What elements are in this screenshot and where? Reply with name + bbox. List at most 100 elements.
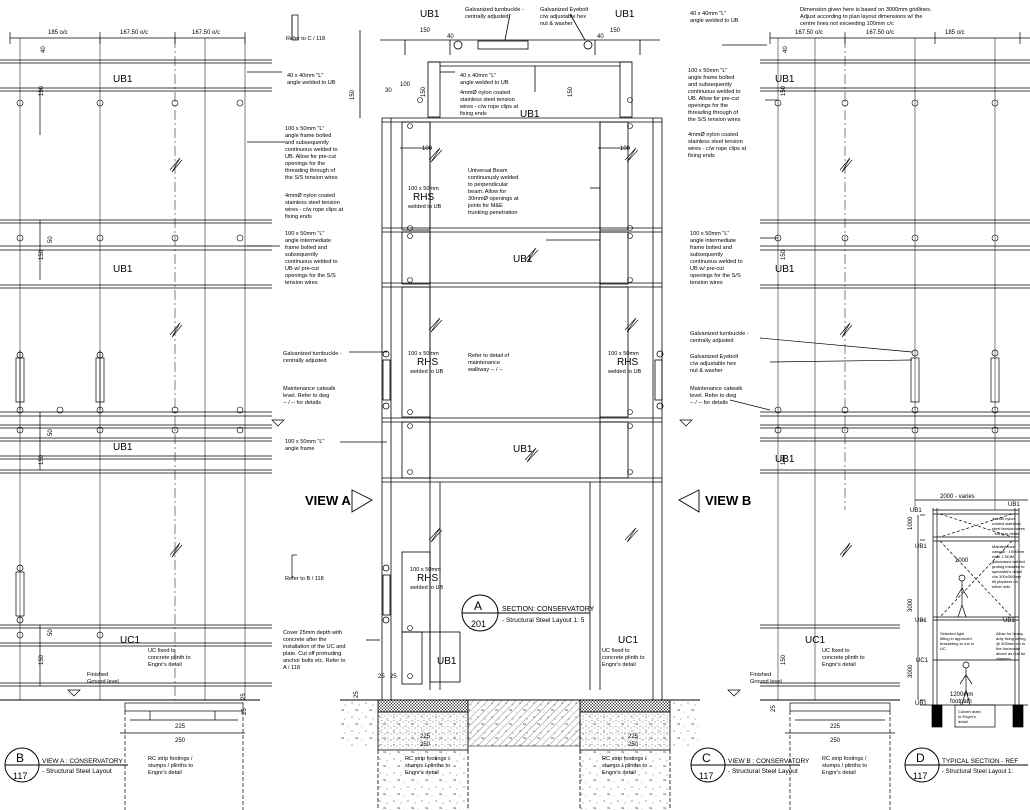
svg-text:UC fixed to: UC fixed to <box>148 648 176 654</box>
svg-text:openings for the: openings for the <box>688 103 728 109</box>
rc-right-note: RC strip footings / stumps / plinths to … <box>822 756 867 776</box>
svg-text:angle intermediate: angle intermediate <box>690 238 736 244</box>
svg-text:threading through of: threading through of <box>285 168 336 174</box>
dim-25-left: 25 <box>241 693 247 700</box>
rhs-note-2-l1: 100 x 50mm <box>408 351 439 357</box>
svg-text:climbers: climbers <box>996 656 1011 661</box>
dim-167-left-2: 167.50 o/c <box>192 30 220 36</box>
typical-section-d <box>915 499 1028 728</box>
nylon-right-note: 4mmØ nylon coated stainless steel tensio… <box>687 132 747 159</box>
label-ub1-right-1: UB1 <box>775 74 795 85</box>
dim-150-sec-5: 150 <box>568 86 574 97</box>
turnbuckle-top-l1: Galvanized turnbuckle - <box>465 7 524 13</box>
ref-ub1-a: UB1 <box>910 508 922 514</box>
dim-185-left: 185 o/c <box>48 30 68 36</box>
svg-text:concrete after the: concrete after the <box>283 637 327 643</box>
nylon-left-note: 4mmØ nylon coated stainless steel tensio… <box>284 193 344 220</box>
dim-250-sec: 250 <box>420 742 431 748</box>
dim-50-left-3: 50 <box>48 629 54 636</box>
rhs-note-4-l3: welded to UB <box>409 585 444 591</box>
ground-left-l2: Ground level <box>87 679 119 685</box>
svg-text:Culvert drain: Culvert drain <box>958 709 981 714</box>
svg-text:plate. Cut off protruding: plate. Cut off protruding <box>283 651 341 657</box>
dim-225-sec-2: 225 <box>628 734 639 740</box>
angle-40-sec-l2: angle welded to UB <box>460 80 509 86</box>
svg-text:Engnr's detail: Engnr's detail <box>148 662 182 668</box>
uc-fixed-right-note: UC fixed to concrete plinth to Engnr's d… <box>822 648 865 668</box>
svg-text:to Engnr's: to Engnr's <box>958 714 976 719</box>
ub-cont-note: Universal Beam continuously welded to pe… <box>467 168 519 216</box>
svg-text:galvanised welded: galvanised welded <box>992 559 1025 564</box>
nylon-sec-note: 4mmØ nylon coated stainless steel tensio… <box>459 90 519 117</box>
dim-167-left-1: 167.50 o/c <box>120 30 148 36</box>
svg-text:continuous welded to: continuous welded to <box>688 89 741 95</box>
svg-text:specialist's detail: specialist's detail <box>992 569 1022 574</box>
label-ub1-section-4: UB1 <box>437 656 457 667</box>
svg-text:stumps / plinths to: stumps / plinths to <box>148 763 193 769</box>
catwalk-left-note: Maintenance catwalk level. Refer to dwg … <box>283 386 335 406</box>
svg-text:@ 300mm c/c to: @ 300mm c/c to <box>996 641 1026 646</box>
svg-text:- fixing to detail: - fixing to detail <box>992 531 1019 536</box>
label-ub1-left-2: UB1 <box>113 264 133 275</box>
svg-text:fixing ends: fixing ends <box>285 214 312 220</box>
svg-text:stumps / plinths to: stumps / plinths to <box>405 763 450 769</box>
svg-text:trunking penetration: trunking penetration <box>468 210 517 216</box>
rhs-note-2-l3: welded to UB <box>409 369 444 375</box>
svg-text:steel tension wires: steel tension wires <box>992 526 1025 531</box>
rhs-note-1-l1: 100 x 50mm <box>408 186 439 192</box>
dim-150-left-1: 150 <box>39 85 45 96</box>
svg-text:subsequently: subsequently <box>285 252 318 258</box>
callout-a-title: SECTION: CONSERVATORY <box>502 606 595 613</box>
turnbuckle-right-l1: Galvanized turnbuckle - <box>690 331 749 337</box>
svg-text:UB. Allow for pre-cut: UB. Allow for pre-cut <box>285 154 336 160</box>
dim-25-sec-3: 25 <box>354 691 360 698</box>
svg-text:threading through of: threading through of <box>688 110 739 116</box>
dim-167-right-1: 167.50 o/c <box>795 30 823 36</box>
dim-150-sec-2: 150 <box>610 28 621 34</box>
angle-40-left-l2: angle welded to UB <box>287 80 336 86</box>
dim-1000-h: 1000 <box>955 558 969 564</box>
svg-text:angle frame bolted: angle frame bolted <box>688 75 734 81</box>
dim-1200-b: footpath <box>950 699 972 705</box>
svg-text:angle intermediate: angle intermediate <box>285 238 331 244</box>
svg-text:concrete plinth to: concrete plinth to <box>148 655 191 661</box>
dim-250-right: 250 <box>830 738 841 744</box>
svg-text:Engnr's detail: Engnr's detail <box>822 770 856 776</box>
callout-c-sub: - Structural Steel Layout <box>728 768 798 775</box>
svg-text:and subsequently: and subsequently <box>688 82 732 88</box>
callout-d-sheet: 117 <box>913 771 927 781</box>
svg-text:Refer to detail of: Refer to detail of <box>468 353 509 359</box>
label-uc1-left: UC1 <box>120 635 140 646</box>
svg-text:installation of the UC and: installation of the UC and <box>283 644 346 650</box>
svg-text:stainless steel tension: stainless steel tension <box>460 97 515 103</box>
svg-text:4mmØ nylon coated: 4mmØ nylon coated <box>285 193 335 199</box>
callout-c-sheet: 117 <box>699 771 713 781</box>
svg-text:-- / -- for details: -- / -- for details <box>283 400 321 406</box>
turnbuckle-top-l2: centrally adjusted <box>465 14 509 20</box>
refer-c118: Refer to C / 118 <box>286 36 325 42</box>
svg-text:grating installed to: grating installed to <box>992 564 1025 569</box>
svg-text:Selected light: Selected light <box>940 631 965 636</box>
svg-text:concrete plinth to: concrete plinth to <box>602 655 645 661</box>
angle-40-right-l1: 40 x 40mm "L" <box>690 11 726 17</box>
uc-fixed-left-note: UC fixed to concrete plinth to Engnr's d… <box>148 648 191 668</box>
svg-text:level. Refer to dwg: level. Refer to dwg <box>283 393 329 399</box>
svg-text:UC fixed to: UC fixed to <box>822 648 850 654</box>
svg-text:continuous welded to: continuous welded to <box>690 259 743 265</box>
dim-150-sec-4: 150 <box>421 86 427 97</box>
rc-left-note: RC strip footings / stumps / plinths to … <box>148 756 193 776</box>
dim-given-l3: centre lines not exceeding 100mm c/c <box>800 21 894 27</box>
ref-ub1-d: UB1 <box>915 618 927 624</box>
dim-25-left-2: 25 <box>242 708 248 715</box>
svg-text:catwalk : 1000mm: catwalk : 1000mm <box>992 549 1025 554</box>
angle-100-right-note: 100 x 50mm "L" angle frame bolted and su… <box>688 68 741 123</box>
svg-text:30mmØ openings at: 30mmØ openings at <box>468 196 519 202</box>
eyebolt-top-l1: Galvanized Eyebolt <box>540 7 589 13</box>
svg-text:angle frame bolted: angle frame bolted <box>285 133 331 139</box>
ground-right-l1: Finished <box>750 672 771 678</box>
rc-sec-left-note: RC strip footings / stumps / plinths to … <box>405 756 450 776</box>
svg-text:UB w/ pre-cut: UB w/ pre-cut <box>285 266 319 272</box>
rhs-note-2-l2: RHS <box>417 357 438 368</box>
dim-40-left: 40 <box>41 46 47 53</box>
